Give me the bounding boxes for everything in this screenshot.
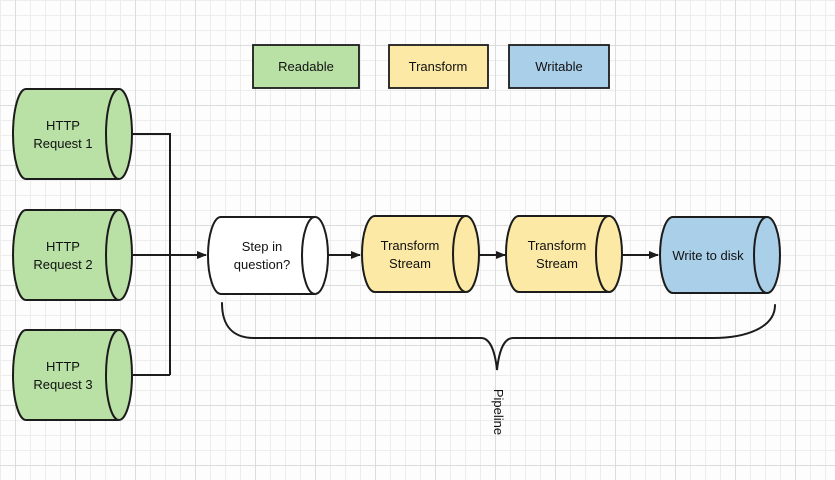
pipeline-annotation[interactable]: Pipeline — [221, 302, 776, 435]
connector-http1-junction[interactable] — [132, 133, 171, 376]
legend-item-readable[interactable]: Readable — [252, 44, 360, 89]
node-label: Request 3 — [33, 377, 92, 392]
legend-label-writable: Writable — [535, 59, 582, 74]
curly-brace[interactable] — [221, 302, 776, 371]
node-label: HTTP — [46, 239, 80, 254]
node-label: Transform — [381, 238, 440, 253]
cylinder-cap-edge — [105, 88, 120, 180]
node-label: Transform — [528, 238, 587, 253]
node-label: Request 2 — [33, 257, 92, 272]
legend-item-transform[interactable]: Transform — [388, 44, 489, 89]
legend-item-writable[interactable]: Writable — [508, 44, 610, 89]
node-label: Write to disk — [672, 248, 744, 263]
node-label: question? — [234, 257, 290, 272]
cylinder-body[interactable] — [207, 216, 329, 295]
legend-swatch-transform[interactable] — [388, 44, 489, 89]
cylinder-body[interactable] — [12, 329, 133, 421]
node-label: Step in — [242, 239, 282, 254]
cylinder-cap-edge — [595, 215, 610, 293]
legend-swatch-writable[interactable] — [508, 44, 610, 89]
node-http-request-1[interactable]: HTTP Request 1 — [12, 88, 133, 180]
node-http-request-2[interactable]: HTTP Request 2 — [12, 209, 133, 301]
cylinder-body[interactable] — [12, 209, 133, 301]
cylinder-body[interactable] — [505, 215, 623, 293]
node-label: HTTP — [46, 118, 80, 133]
pipeline-label: Pipeline — [491, 389, 506, 435]
legend-label-readable: Readable — [278, 59, 334, 74]
node-write-to-disk[interactable]: Write to disk — [659, 216, 781, 294]
cylinder-body[interactable] — [361, 215, 480, 293]
cylinder-cap-edge — [753, 216, 768, 294]
cylinder-cap-edge — [452, 215, 467, 293]
legend-label-transform: Transform — [409, 59, 468, 74]
node-label: Stream — [389, 256, 431, 271]
node-http-request-3[interactable]: HTTP Request 3 — [12, 329, 133, 421]
node-transform-stream-1[interactable]: Transform Stream — [361, 215, 480, 293]
node-label: HTTP — [46, 359, 80, 374]
node-transform-stream-2[interactable]: Transform Stream — [505, 215, 623, 293]
connectors — [132, 133, 659, 376]
cylinder-cap-edge — [301, 216, 316, 295]
cylinder-cap-edge — [105, 329, 120, 421]
node-label: Stream — [536, 256, 578, 271]
node-step-in-question[interactable]: Step in question? — [207, 216, 329, 295]
node-label: Request 1 — [33, 136, 92, 151]
cylinder-body[interactable] — [12, 88, 133, 180]
legend: Readable Transform Writable — [252, 44, 610, 89]
cylinder-cap-edge — [105, 209, 120, 301]
legend-swatch-readable[interactable] — [252, 44, 360, 89]
